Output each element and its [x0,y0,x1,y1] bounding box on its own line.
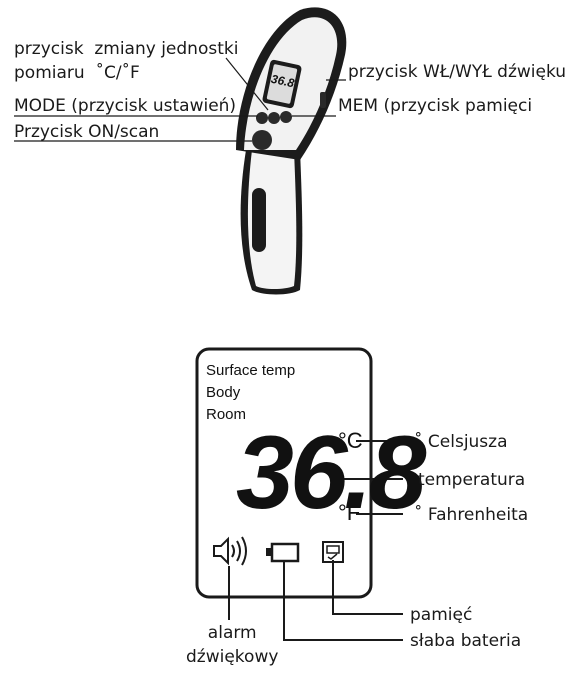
mem-button [280,111,292,123]
mode-room: Room [206,406,247,423]
alarm-label: alarm dźwiękowy [186,623,279,667]
mode-button-label: MODE (przycisk ustawień) [14,96,237,116]
unit-button [268,112,280,124]
on-scan-button [252,130,272,150]
unit-button-label: przycisk zmiany jednostki pomiaru ˚C/˚F [14,39,239,83]
mode-surface: Surface temp [206,362,296,379]
low-battery-label: słaba bateria [410,631,522,651]
mode-button [256,112,268,124]
memory-label: pamięć [410,605,473,625]
battery-icon [266,542,300,563]
celsius-label: ˚ Celsjusza [414,432,508,452]
on-button-label: Przycisk ON/scan [14,122,160,142]
mem-button-label: MEM (przycisk pamięci [338,96,533,116]
speaker-icon [213,536,247,566]
celsius-symbol: °C [338,428,363,453]
fahrenheit-symbol: °F [338,500,361,525]
lcd-reading: 36.8 [236,415,426,531]
mode-body: Body [206,384,241,401]
fahrenheit-label: ˚ Fahrenheita [414,505,529,525]
sound-button-label: przycisk WŁ/WYŁ dźwięku [348,62,567,82]
sound-switch [320,92,326,108]
temperature-label: temperatura [418,470,526,490]
memory-icon [322,541,344,563]
grip-slot [252,188,266,252]
